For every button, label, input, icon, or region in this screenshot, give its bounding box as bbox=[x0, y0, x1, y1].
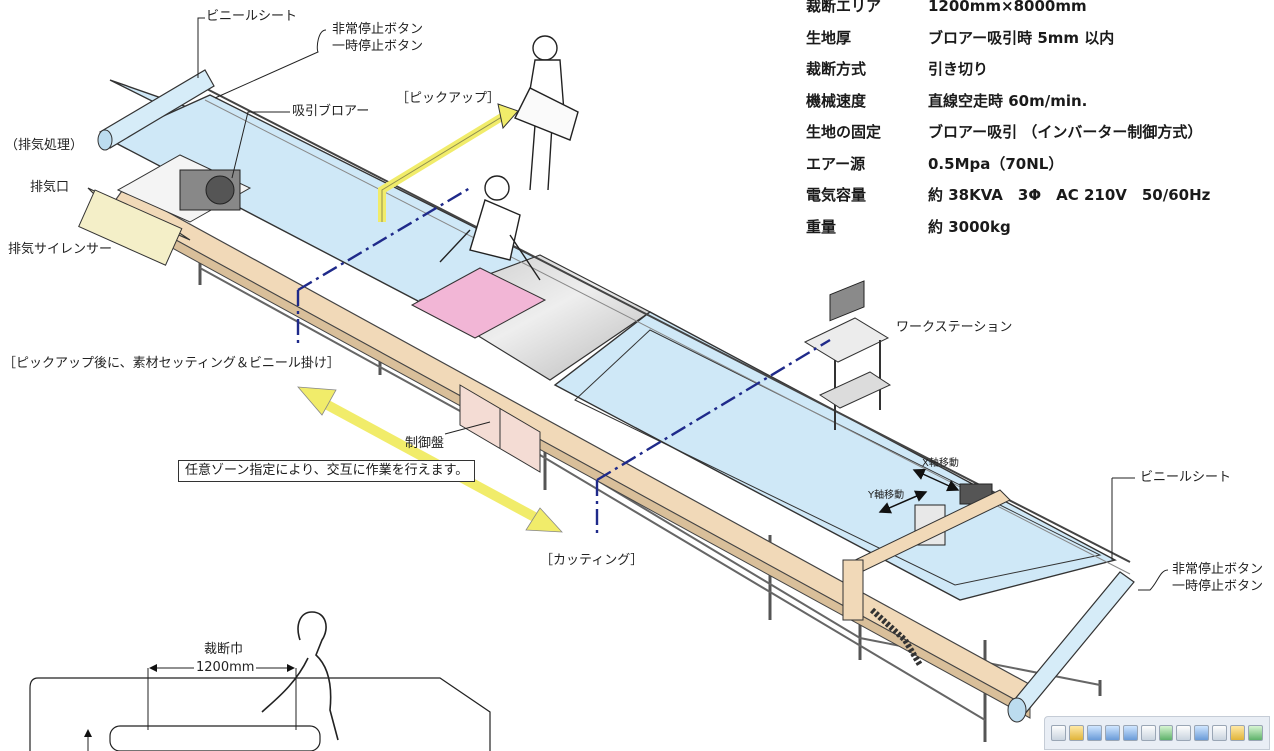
control-cabinet bbox=[459, 384, 541, 473]
blower-unit bbox=[116, 154, 252, 223]
spec-value: 0.5Mpa（70NL） bbox=[928, 154, 1064, 173]
spec-row: 電気容量 約 38KVA 3Φ AC 210V 50/60Hz bbox=[806, 180, 1210, 212]
spec-label: 生地の固定 bbox=[806, 123, 882, 141]
estop-right-label: 非常停止ボタン bbox=[1172, 562, 1264, 577]
spec-row: 生地厚 ブロアー吸引時 5mm 以内 bbox=[806, 23, 1210, 55]
spec-label: 裁断エリア bbox=[806, 0, 882, 15]
after-pickup-label: ［ピックアップ後に、素材セッティング＆ビニール掛け］ bbox=[3, 356, 340, 371]
right-zone-frame bbox=[574, 329, 1102, 586]
x-axis-arrow bbox=[912, 468, 960, 492]
zone-dash-lines bbox=[296, 186, 831, 535]
spec-label: 機械速度 bbox=[806, 91, 867, 110]
x-axis-label: X軸移動 bbox=[922, 458, 959, 469]
spec-value: ブロアー吸引時 5mm 以内 bbox=[928, 28, 1115, 47]
estop-left-label: 非常停止ボタン bbox=[332, 22, 424, 37]
pause-right-label: 一時停止ボタン bbox=[1172, 579, 1264, 594]
pickup-label: ［ピックアップ］ bbox=[396, 91, 501, 106]
toolbar-icon bbox=[1068, 725, 1084, 741]
vinyl-sheet-right-label: ビニールシート bbox=[1140, 470, 1232, 485]
y-axis-arrow bbox=[878, 490, 928, 514]
toolbar-icon bbox=[1140, 725, 1156, 741]
workstation-desk bbox=[803, 280, 892, 430]
software-toolbar-thumbnail bbox=[1044, 716, 1270, 750]
toolbar-icon bbox=[1122, 725, 1138, 741]
cutting-label: ［カッティング］ bbox=[540, 553, 644, 568]
spec-row: 機械速度 直線空走時 60m/min. bbox=[806, 86, 1210, 118]
toolbar-icon bbox=[1104, 725, 1120, 741]
spec-row: 重量 約 3000kg bbox=[806, 212, 1210, 244]
spec-value: 1200mm×8000mm bbox=[928, 0, 1087, 15]
inset-frame bbox=[29, 677, 491, 751]
toolbar-icon bbox=[1176, 725, 1192, 741]
inset-table bbox=[109, 725, 321, 751]
blower-label: 吸引ブロアー bbox=[292, 104, 370, 119]
exhaust-silencer-label: 排気サイレンサー bbox=[8, 242, 113, 257]
spec-label: 電気容量 bbox=[806, 186, 867, 204]
control-panel-label: 制御盤 bbox=[405, 436, 445, 451]
toolbar-icon bbox=[1212, 725, 1228, 741]
spec-table: 裁断エリア 1200mm×8000mm 生地厚 ブロアー吸引時 5mm 以内 裁… bbox=[806, 0, 1210, 243]
vinyl-roller-right bbox=[1007, 571, 1135, 723]
spec-value: 直線空走時 60m/min. bbox=[928, 91, 1088, 110]
vinyl-roller-left bbox=[97, 69, 215, 151]
toolbar-icon bbox=[1194, 725, 1210, 741]
spec-value: 約 3000kg bbox=[928, 217, 1011, 236]
exhaust-treatment-label: （排気処理） bbox=[5, 138, 84, 153]
vinyl-sheet-left-label: ビニールシート bbox=[206, 9, 298, 24]
table-surface-right bbox=[553, 311, 1117, 601]
spec-value: 約 38KVA 3Φ AC 210V 50/60Hz bbox=[928, 186, 1211, 204]
spec-value: 引き切り bbox=[928, 60, 989, 78]
zone-note-box: 任意ゾーン指定により、交互に作業を行えます。 bbox=[178, 460, 476, 482]
exhaust-port-label: 排気口 bbox=[30, 180, 70, 195]
pause-left-label: 一時停止ボタン bbox=[332, 39, 424, 54]
spec-label: 重量 bbox=[806, 217, 837, 236]
toolbar-icon bbox=[1158, 725, 1174, 741]
operator-inset bbox=[261, 611, 339, 741]
operator-pickup bbox=[514, 35, 579, 191]
spec-value: ブロアー吸引 （インバーター制御方式） bbox=[928, 123, 1203, 141]
leader-lines bbox=[197, 17, 1169, 591]
spec-row: 裁断エリア 1200mm×8000mm bbox=[806, 0, 1210, 23]
spec-label: エアー源 bbox=[806, 154, 866, 173]
toolbar-icon bbox=[1248, 725, 1264, 741]
cut-width-label: 裁断巾 bbox=[204, 642, 244, 657]
spec-label: 裁断方式 bbox=[806, 60, 867, 78]
y-axis-label: Y軸移動 bbox=[868, 490, 905, 501]
spec-row: エアー源 0.5Mpa（70NL） bbox=[806, 149, 1210, 181]
operator-setting bbox=[439, 175, 541, 281]
fabric-sheet bbox=[410, 267, 547, 339]
toolbar-icon bbox=[1086, 725, 1102, 741]
spec-row: 生地の固定 ブロアー吸引 （インバーター制御方式） bbox=[806, 117, 1210, 149]
spec-row: 裁断方式 引き切り bbox=[806, 54, 1210, 86]
spec-label: 生地厚 bbox=[806, 28, 852, 47]
toolbar-icon bbox=[1230, 725, 1246, 741]
cutter-head bbox=[842, 483, 1011, 621]
toolbar-icon bbox=[1051, 725, 1066, 741]
workstation-label: ワークステーション bbox=[896, 320, 1013, 335]
cut-width-value: 1200mm bbox=[194, 660, 257, 676]
